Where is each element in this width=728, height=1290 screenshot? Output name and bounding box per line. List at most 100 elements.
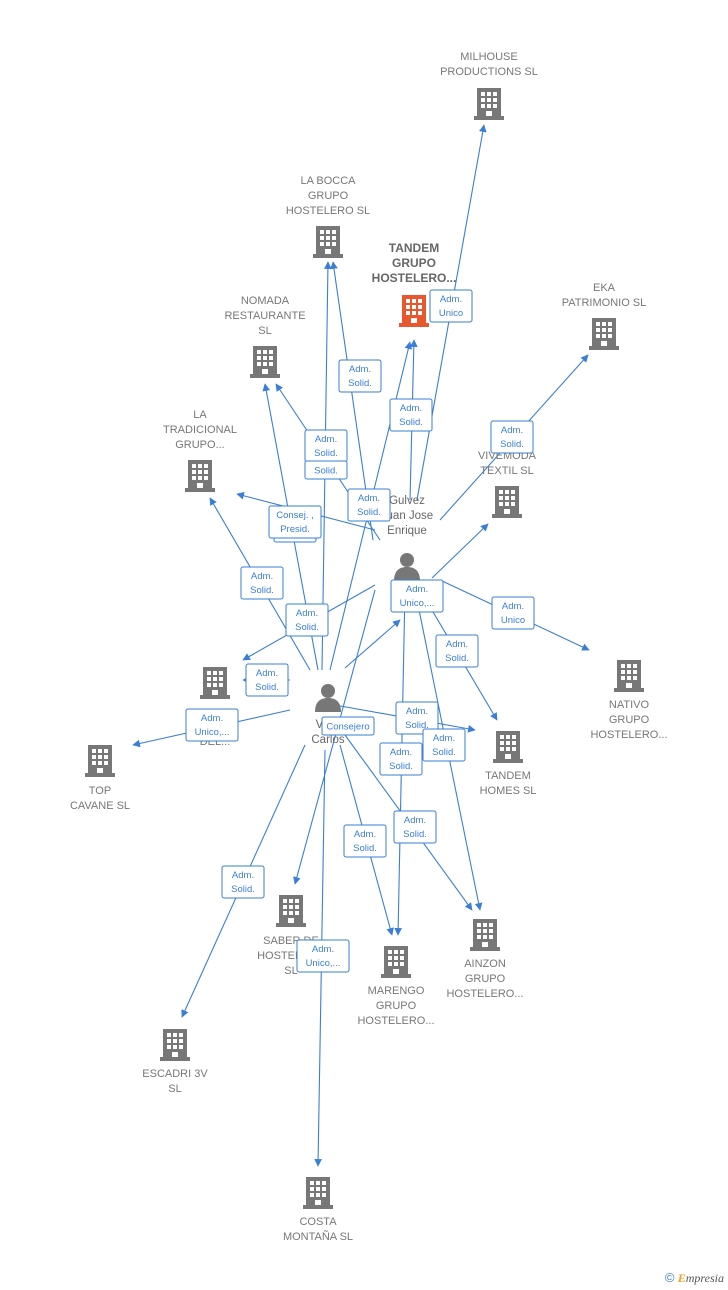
person-icon bbox=[394, 553, 420, 581]
building-icon bbox=[381, 946, 411, 978]
role-badge[interactable]: Adm. Unico,... bbox=[296, 939, 350, 973]
role-badge[interactable]: Adm.Solid. bbox=[393, 810, 437, 844]
role-badge[interactable]: Adm. Solid. bbox=[422, 728, 466, 762]
role-badge[interactable]: Adm.Solid. bbox=[389, 398, 433, 432]
badge-label: Solid. bbox=[314, 466, 338, 477]
copyright-icon: © bbox=[664, 1270, 675, 1285]
person-node-p2[interactable]: ValleCarlos bbox=[311, 684, 345, 746]
role-badge[interactable]: Adm.Unico,... bbox=[185, 708, 239, 742]
relation-edge bbox=[293, 589, 376, 885]
person-label: Juan Jose bbox=[381, 510, 433, 522]
role-badge[interactable]: Adm.Solid. bbox=[221, 865, 265, 899]
badge-label: Solid. bbox=[500, 439, 524, 450]
role-badge[interactable]: Adm.Solid. bbox=[285, 603, 329, 637]
role-badge[interactable]: Adm. Solid. bbox=[490, 420, 534, 454]
building-icon bbox=[160, 1029, 190, 1061]
company-label: NOMADA bbox=[241, 295, 290, 307]
role-badge[interactable]: Consejero bbox=[321, 716, 375, 736]
company-label: MONTAÑA SL bbox=[283, 1230, 353, 1243]
badge-label: Solid. bbox=[250, 585, 274, 596]
building-icon bbox=[313, 226, 343, 258]
role-badge[interactable]: Adm. Solid. bbox=[395, 701, 439, 735]
role-badge[interactable]: Adm.Solid. bbox=[240, 566, 284, 600]
company-label: EKA bbox=[593, 282, 616, 294]
building-icon bbox=[399, 295, 429, 327]
building-icon bbox=[303, 1177, 333, 1209]
badge-label: Unico,... bbox=[306, 958, 341, 969]
company-node-tandem[interactable]: TANDEMGRUPOHOSTELERO... bbox=[372, 241, 457, 327]
badge-label: Solid. bbox=[399, 417, 423, 428]
company-label: MILHOUSE bbox=[460, 51, 517, 63]
person-label: Carlos bbox=[311, 734, 344, 746]
company-node-tradicional[interactable]: LA TRADICIONAL GRUPO... bbox=[163, 409, 237, 492]
company-node-eka[interactable]: EKA PATRIMONIO SL bbox=[562, 282, 647, 350]
company-label: PATRIMONIO SL bbox=[562, 297, 647, 309]
badge-label: Solid. bbox=[255, 682, 279, 693]
badge-label: Adm. bbox=[502, 601, 524, 612]
role-badge[interactable]: Adm. Unico bbox=[491, 596, 535, 630]
company-label: LA bbox=[193, 409, 207, 421]
role-badge[interactable]: Consej. ,Presid. bbox=[268, 505, 322, 539]
role-badge[interactable]: Adm.Solid. bbox=[347, 488, 391, 522]
role-badge[interactable]: Adm.Solid. bbox=[304, 429, 348, 463]
badge-label: Solid. bbox=[314, 448, 338, 459]
badge-label: Solid. bbox=[231, 884, 255, 895]
role-badge[interactable]: Adm.Solid. bbox=[343, 824, 387, 858]
badge-label: Consejero bbox=[326, 722, 369, 733]
badge-label: Solid. bbox=[405, 720, 429, 731]
role-badge[interactable]: Adm.Solid. bbox=[338, 359, 382, 393]
person-label: Gulvez bbox=[389, 495, 425, 507]
company-label: AINZON bbox=[464, 958, 506, 970]
person-icon bbox=[315, 684, 341, 712]
company-label: TRADICIONAL bbox=[163, 424, 237, 436]
badge-label: Adm. bbox=[406, 706, 428, 717]
role-badge[interactable]: Solid. bbox=[304, 460, 348, 480]
badge-label: Unico bbox=[439, 308, 463, 319]
role-badge[interactable]: Adm.Solid. bbox=[435, 634, 479, 668]
building-icon bbox=[470, 919, 500, 951]
company-node-marengo[interactable]: MARENGOGRUPOHOSTELERO... bbox=[357, 946, 435, 1027]
badge-label: Adm. bbox=[446, 639, 468, 650]
building-icon bbox=[474, 88, 504, 120]
footer-brand[interactable]: © Empresia bbox=[665, 1270, 724, 1286]
company-label: SL bbox=[284, 965, 297, 977]
badge-label: Adm. bbox=[501, 425, 523, 436]
badge-label: Unico bbox=[501, 615, 525, 626]
role-badge[interactable]: Adm.Solid. bbox=[379, 742, 423, 776]
badge-label: Adm. bbox=[440, 294, 462, 305]
company-label: NATIVO bbox=[609, 699, 650, 711]
building-icon bbox=[276, 895, 306, 927]
company-label: GRUPO bbox=[465, 973, 506, 985]
badge-label: Adm. bbox=[406, 584, 428, 595]
company-node-nativo[interactable]: NATIVOGRUPOHOSTELERO... bbox=[590, 660, 668, 741]
role-badge[interactable]: Adm. Unico,... bbox=[390, 579, 444, 613]
badge-label: Unico,... bbox=[400, 598, 435, 609]
company-label: HOMES SL bbox=[480, 785, 537, 797]
company-label: CAVANE SL bbox=[70, 800, 130, 812]
badge-label: Solid. bbox=[353, 843, 377, 854]
badge-label: Solid. bbox=[432, 747, 456, 758]
badge-label: Adm. bbox=[358, 493, 380, 504]
role-badge[interactable]: Adm.Solid. bbox=[245, 663, 289, 697]
company-node-tandemhomes[interactable]: TANDEM HOMES SL bbox=[480, 731, 537, 797]
role-badge[interactable]: Adm. Unico bbox=[429, 289, 473, 323]
badge-label: Solid. bbox=[295, 622, 319, 633]
badge-label: Adm. bbox=[433, 733, 455, 744]
badge-label: Adm. bbox=[312, 944, 334, 955]
company-label: SL bbox=[168, 1083, 181, 1095]
building-icon bbox=[185, 460, 215, 492]
badge-label: Adm. bbox=[404, 815, 426, 826]
company-label: TANDEM bbox=[485, 770, 531, 782]
company-node-ainzon[interactable]: AINZONGRUPOHOSTELERO... bbox=[446, 919, 524, 1000]
company-label: GRUPO... bbox=[175, 439, 225, 451]
building-icon bbox=[250, 346, 280, 378]
building-icon bbox=[200, 667, 230, 699]
